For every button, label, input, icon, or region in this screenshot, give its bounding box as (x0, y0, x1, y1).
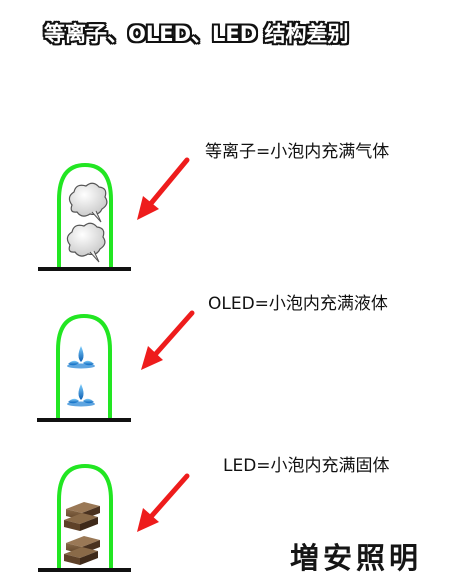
cloud-icon (66, 222, 106, 263)
brick-stack-icon (64, 536, 100, 565)
bulb-outline (57, 162, 113, 268)
plasma-arrow (137, 157, 190, 220)
oled-bulb (37, 313, 131, 422)
brick-stack-icon (64, 502, 100, 531)
bulb-outline (57, 463, 113, 569)
bulb-outline (56, 313, 112, 419)
led-bulb (38, 463, 131, 572)
page-title: 等离子、OLED、LED 结构差别 (44, 22, 349, 46)
brand-logo-text: 増安照明 (290, 541, 423, 575)
cloud-icon (68, 182, 108, 223)
led-arrow (137, 473, 190, 532)
water-splash-icon (67, 346, 95, 369)
led-label: LED=小泡内充满固体 (223, 456, 390, 476)
plasma-bulb (38, 162, 131, 271)
plasma-label: 等离子=小泡内充满气体 (205, 142, 390, 162)
oled-arrow (141, 310, 195, 370)
oled-label: OLED=小泡内充满液体 (208, 294, 388, 314)
water-splash-icon (67, 384, 95, 407)
